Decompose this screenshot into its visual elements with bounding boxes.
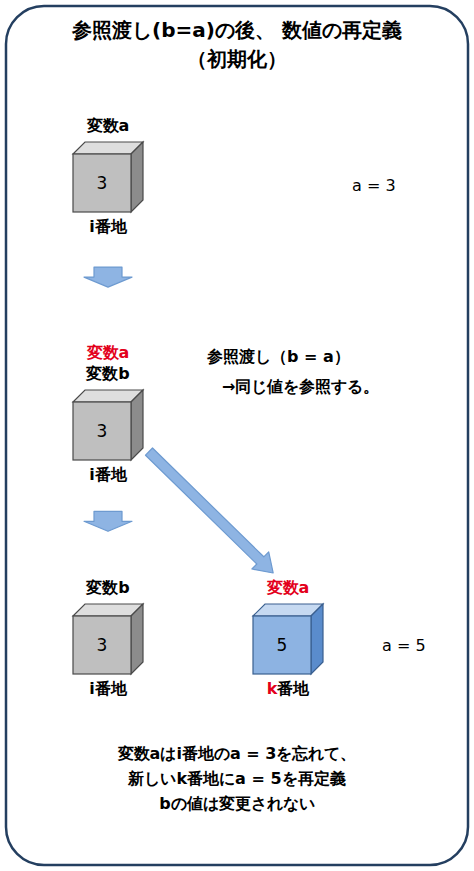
title-text: 参照渡し(b=a)の後、 数値の再定義（初期化） [72, 16, 402, 74]
cube-side [131, 604, 143, 674]
flow-arrow [84, 267, 132, 287]
cube-shape [71, 388, 145, 462]
cube-side [131, 390, 143, 460]
value-number: 3 [73, 154, 131, 212]
variable-cube: 変数a変数b 3 i番地 [71, 343, 145, 485]
arrow-shape [84, 511, 132, 531]
flow-arrow [146, 448, 274, 573]
address-label: i番地 [89, 679, 126, 700]
variable-name: 変数b [86, 578, 129, 599]
variable-cube: 変数a 5 k番地 [251, 578, 325, 700]
variable-name: 変数b [86, 364, 129, 385]
cube-box: 3 [71, 140, 145, 214]
cube-shape [71, 602, 145, 676]
caption-area: 変数aはi番地のa = 3を忘れて、 新しいk番地にa = 5を再定義 bの値は… [0, 742, 474, 816]
cube-front [73, 616, 131, 674]
cube-front [73, 154, 131, 212]
value-note: a = 5 [382, 636, 426, 655]
value-number: 5 [253, 616, 311, 674]
title-area: 参照渡し(b=a)の後、 数値の再定義（初期化） [0, 16, 474, 74]
arrow-shape [146, 448, 274, 573]
cube-shape [71, 140, 145, 214]
caption-text: 変数aはi番地のa = 3を忘れて、 新しいk番地にa = 5を再定義 bの値は… [92, 742, 382, 816]
variable-cube: 変数a 3 i番地 [71, 116, 145, 238]
address-label: k番地 [267, 679, 310, 700]
cube-side [131, 142, 143, 212]
value-note: a = 3 [352, 176, 396, 195]
variable-name: 変数a [87, 116, 130, 137]
arrow-shape [84, 267, 132, 287]
value-number: 3 [73, 402, 131, 460]
explanation-note: 参照渡し（b = a） [207, 347, 350, 368]
address-label: i番地 [89, 217, 126, 238]
cube-side [311, 604, 323, 674]
variable-name: 変数a [267, 578, 310, 599]
cube-box: 3 [71, 388, 145, 462]
cube-shape [251, 602, 325, 676]
cube-box: 3 [71, 602, 145, 676]
flow-arrow [84, 511, 132, 531]
variable-name: 変数a [87, 343, 130, 364]
cube-front [253, 616, 311, 674]
value-number: 3 [73, 616, 131, 674]
frame-border [6, 6, 468, 865]
cube-box: 5 [251, 602, 325, 676]
explanation-note: →同じ値を参照する。 [222, 377, 379, 398]
address-label: i番地 [89, 465, 126, 486]
cube-front [73, 402, 131, 460]
variable-cube: 変数b 3 i番地 [71, 578, 145, 700]
